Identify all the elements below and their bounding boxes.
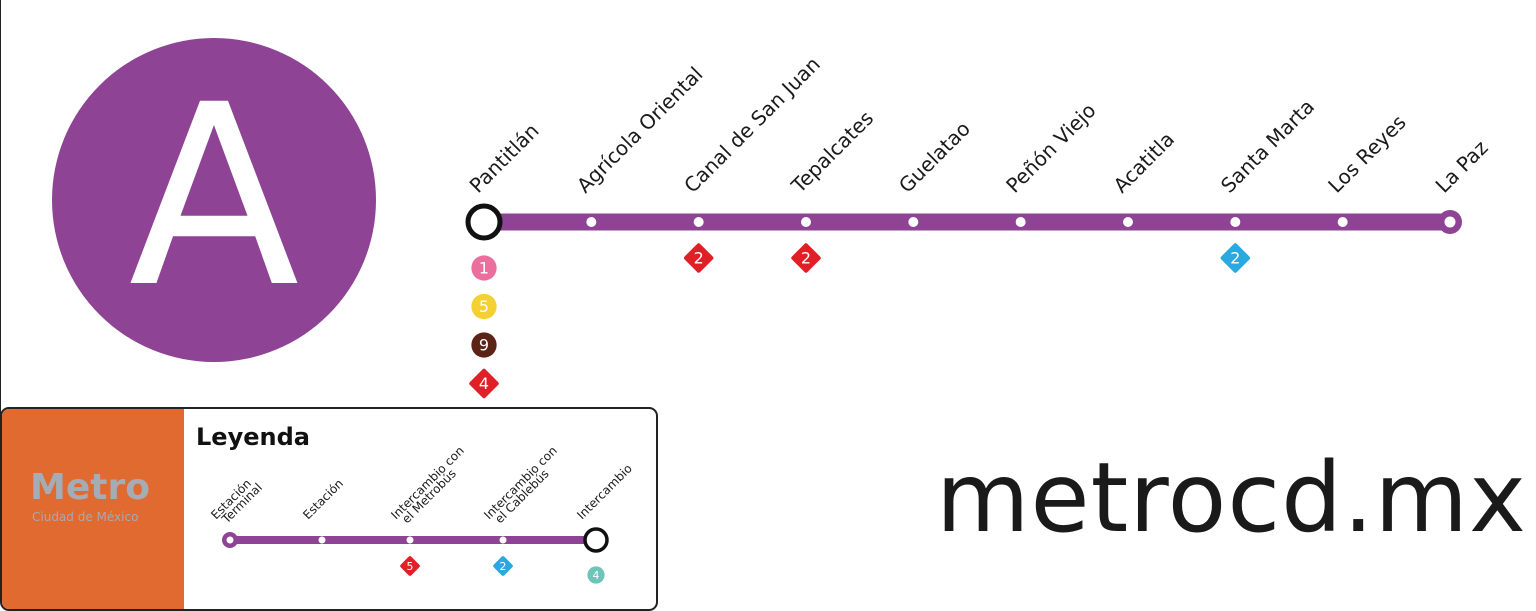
station-dot [908,217,919,227]
connection-label: 4 [593,569,600,582]
legend-marker-2: 5 [400,556,420,576]
legend-station-dot [318,536,326,544]
legend-station-dot [499,536,507,544]
station-dot [801,217,811,227]
station-name-label: Pantitlán [465,118,544,197]
connection-7-0: 2 [1220,243,1251,273]
station-dot [1123,217,1133,227]
connection-label: 9 [479,336,489,355]
connection-circle-icon [471,332,497,358]
station-name-label: Peñón Viejo [1001,98,1100,197]
connection-circle-icon [471,255,497,281]
connection-label: 1 [479,259,489,278]
connection-circle-icon [587,566,605,584]
station-7: Santa Marta 2 [1216,94,1319,273]
interchange-station-marker [465,203,503,241]
station-9: La Paz [1431,136,1493,234]
line-letter: A [128,51,300,342]
connection-label: 2 [801,249,811,268]
connection-diamond-icon [683,243,714,273]
legend-item-4: Intercambio 4 [574,461,635,584]
legend-item-label: Estación [300,476,346,522]
station-name-label: La Paz [1431,136,1493,198]
station-dot [1015,217,1026,227]
station-3: Tepalcates 2 [786,106,878,273]
station-dot [693,217,704,227]
connection-0-1: 5 [471,293,497,320]
connection-3-0: 2 [791,243,821,273]
station-1: Agrícola Oriental [572,62,707,227]
station-4: Guelatao [894,116,975,227]
station-0: Pantitlán 1 5 9 4 [465,118,544,399]
legend-interchange-marker [583,527,609,553]
legend-item-1: Estación [300,476,346,544]
station-dot [586,217,597,227]
connection-0-2: 9 [471,332,497,358]
station-name-label: Los Reyes [1323,110,1410,197]
station-name-label: Acatitla [1109,127,1179,197]
station-dot [1337,217,1348,227]
metro-logo-word: Metro [30,467,150,508]
line-a-badge: A [52,38,376,362]
connection-label: 5 [479,297,489,316]
legend-marker-3: 2 [493,556,513,576]
terminal-station-marker [1444,216,1456,228]
connection-label: 5 [407,560,414,573]
station-5: Peñón Viejo [1001,98,1101,227]
legend-item-label: Intercambio con [388,443,467,522]
connection-label: 2 [694,249,704,268]
website-url[interactable]: metrocd.mx [936,442,1527,554]
legend-title: Leyenda [196,423,310,451]
connection-label: 4 [479,374,489,393]
connection-0-0: 1 [471,255,497,281]
legend-item-label: Intercambio [574,461,635,522]
station-dot [1230,217,1241,227]
station-name-label: Santa Marta [1216,94,1319,197]
left-frame-edge [0,0,1,593]
connection-0-3: 4 [469,368,499,399]
connection-diamond-icon [791,243,821,273]
legend-item-label: Intercambio con [481,443,560,522]
connection-diamond-icon [400,556,420,576]
legend-terminal-marker [226,536,234,544]
connection-diamond-icon [469,368,499,399]
connection-2-0: 2 [683,243,714,273]
station-name-label: Guelatao [894,116,975,197]
station-8: Los Reyes [1323,110,1411,227]
connection-circle-icon [471,293,497,320]
metro-brand-block: Metro Ciudad de México [2,409,184,609]
connection-label: 2 [1230,249,1240,268]
metro-logo-subtitle: Ciudad de México [32,510,139,524]
station-6: Acatitla [1109,127,1179,227]
connection-label: 2 [500,560,507,573]
connection-diamond-icon [493,556,513,576]
station-name-label: Tepalcates [786,106,878,198]
legend-marker-4: 4 [587,566,605,584]
legend-station-dot [406,536,414,544]
connection-diamond-icon [1220,243,1251,273]
